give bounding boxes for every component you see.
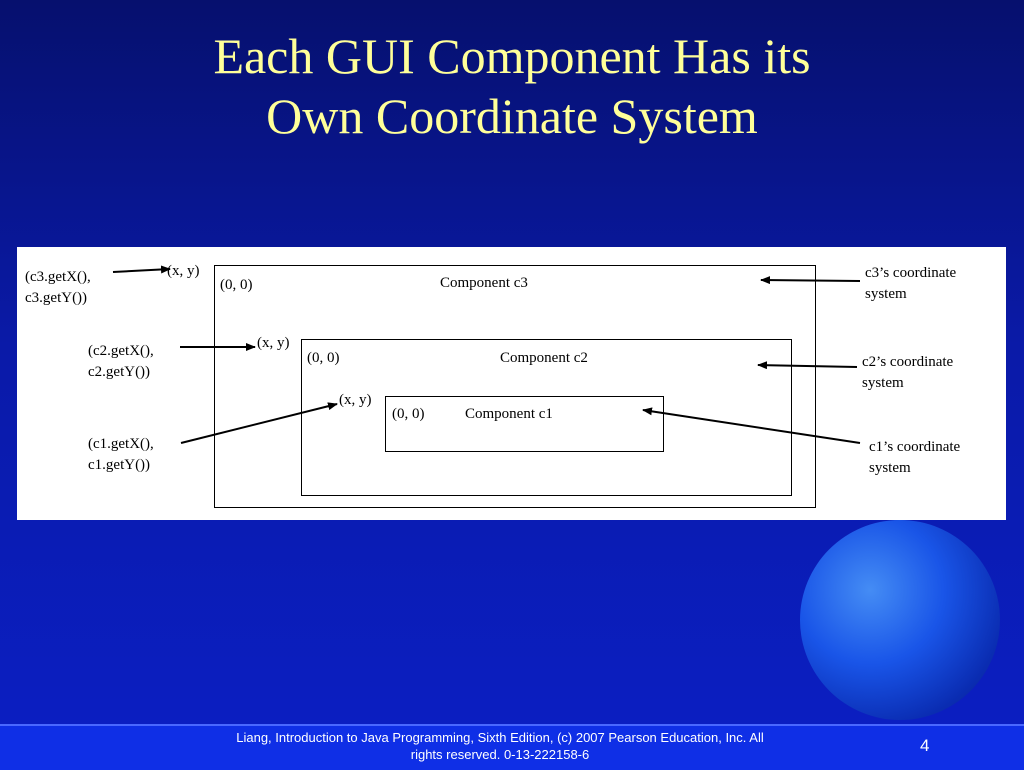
footer-line-2: rights reserved. 0-13-222158-6 <box>410 747 590 762</box>
globe-graphic <box>800 520 1000 720</box>
c3-getter-line-2: c3.getY()) <box>25 290 88 306</box>
c2-getter-line-2: c2.getY()) <box>88 364 151 380</box>
c2-coordinate-arrow <box>757 361 858 370</box>
c3-getter-arrow <box>112 265 171 274</box>
slide-title-line-2: Own Coordinate System <box>266 88 758 144</box>
c1-coordinate-line-2: system <box>869 460 911 476</box>
c2-position-label: (x, y) <box>257 335 290 351</box>
c3-coordinate-line-2: system <box>865 286 907 302</box>
footer-line-1: Liang, Introduction to Java Programming,… <box>236 730 764 745</box>
c3-name-label: Component c3 <box>440 275 528 291</box>
c2-origin-label: (0, 0) <box>307 350 340 366</box>
diagram-arrows <box>112 265 861 444</box>
c2-name-label: Component c2 <box>500 350 588 366</box>
c3-coordinate-arrow <box>760 276 861 285</box>
c3-position-label: (x, y) <box>167 263 200 279</box>
component-c1-box <box>385 396 664 452</box>
c1-getter-line-1: (c1.getX(), <box>88 436 154 452</box>
c2-getter-line-1: (c2.getX(), <box>88 343 154 359</box>
component-c3-box <box>214 265 816 508</box>
c2-coordinate-line-1: c2’s coordinate <box>862 354 954 370</box>
c3-origin-label: (0, 0) <box>220 277 253 293</box>
c1-getter-arrow <box>180 402 338 444</box>
footer-copyright: Liang, Introduction to Java Programming,… <box>200 729 800 763</box>
c1-coordinate-arrow <box>642 407 861 444</box>
c1-coordinate-line-1: c1’s coordinate <box>869 439 961 455</box>
c2-coordinate-line-2: system <box>862 375 904 391</box>
c1-name-label: Component c1 <box>465 406 553 422</box>
footer-bar: Liang, Introduction to Java Programming,… <box>0 724 1024 770</box>
c3-getter-line-1: (c3.getX(), <box>25 269 91 285</box>
page-number: 4 <box>920 736 930 755</box>
slide-title-line-1: Each GUI Component Has its <box>213 28 811 84</box>
c3-coordinate-line-1: c3’s coordinate <box>865 265 957 281</box>
c1-getter-line-2: c1.getY()) <box>88 457 151 473</box>
component-c2-box <box>301 339 792 496</box>
diagram-panel: (0, 0) Component c3 (x, y) (c3.getX(), c… <box>17 247 1006 520</box>
c1-origin-label: (0, 0) <box>392 406 425 422</box>
c1-position-label: (x, y) <box>339 392 372 408</box>
slide-title: Each GUI Component Has its Own Coordinat… <box>0 26 1024 146</box>
